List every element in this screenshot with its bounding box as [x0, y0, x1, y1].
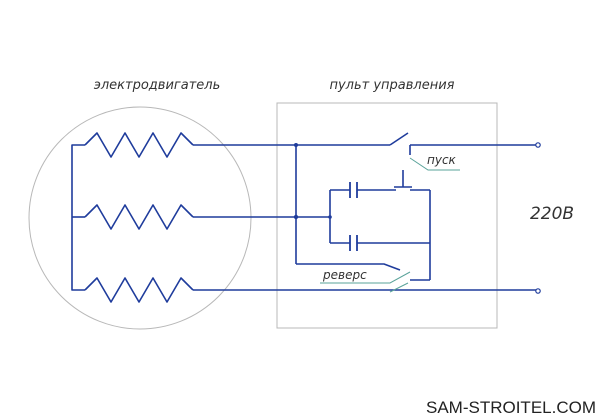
voltage-label: 220В	[530, 204, 574, 224]
junction-dot-1	[294, 143, 298, 147]
watermark: SAM-STROITEL.COM	[426, 398, 596, 417]
reverse-leader-line	[320, 271, 411, 284]
motor-label: электродвигатель	[94, 78, 221, 93]
reverse-bus-wire	[296, 263, 401, 271]
reverse-leader-tick	[389, 282, 409, 293]
start-label: пуск	[427, 153, 457, 167]
terminal-top	[535, 142, 541, 148]
reverse-label: реверс	[322, 268, 367, 282]
terminal-bottom	[535, 288, 541, 294]
junction-dot-3	[328, 215, 332, 219]
winding-2	[84, 204, 194, 230]
main-switch-blade	[389, 132, 409, 146]
capacitor-1	[349, 182, 358, 198]
capacitor-2	[349, 235, 358, 251]
control-panel-box	[276, 102, 498, 329]
start-leader-line	[409, 157, 460, 171]
control-panel-label: пульт управления	[329, 78, 454, 93]
motor-outline	[28, 106, 252, 330]
wires	[71, 132, 536, 303]
winding-1	[84, 132, 194, 158]
junction-dot-2	[293, 214, 299, 220]
winding-3	[84, 277, 194, 303]
